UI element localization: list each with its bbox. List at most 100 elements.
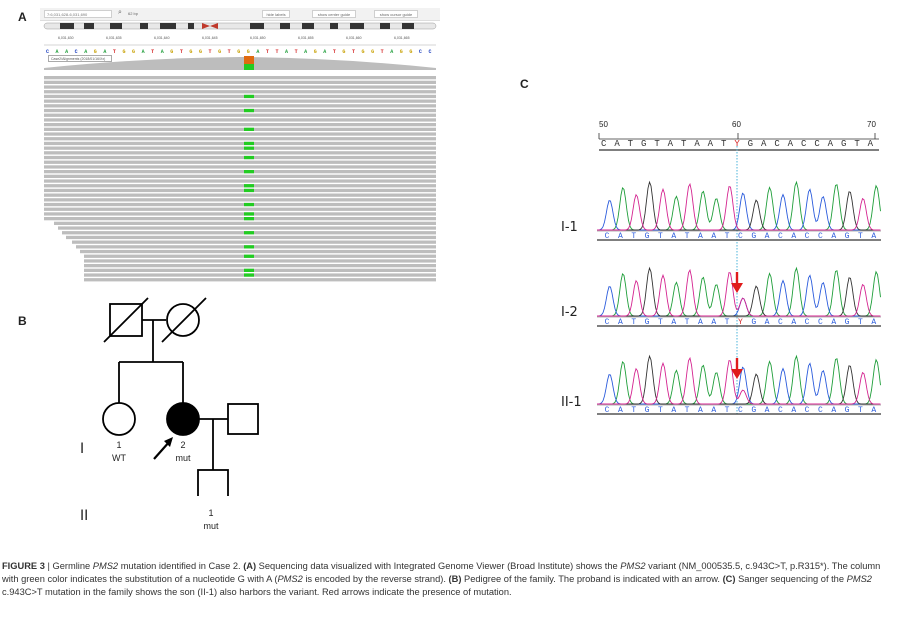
read-alignment[interactable] — [84, 273, 436, 277]
male-spouse-symbol — [227, 403, 259, 435]
read-alignment[interactable] — [44, 207, 436, 211]
mismatch-base — [244, 254, 254, 258]
base-call: C — [818, 318, 823, 327]
locus-input[interactable]: 7:6,031,628-6,031,690 — [44, 10, 112, 18]
read-alignment[interactable] — [66, 235, 436, 240]
read-alignment[interactable] — [44, 104, 436, 108]
read-alignment[interactable] — [44, 165, 436, 169]
individual-number: 1 — [208, 508, 214, 518]
reference-base: A — [827, 139, 834, 149]
read-alignment[interactable] — [44, 174, 436, 178]
reference-base: A — [707, 139, 714, 149]
base-call: C — [818, 232, 823, 241]
reference-base: A — [323, 49, 327, 55]
reference-base: T — [654, 139, 660, 149]
search-icon[interactable]: ⌕ — [118, 9, 122, 16]
chromatogram-trace — [597, 182, 881, 231]
reference-base: A — [256, 49, 260, 55]
read-alignment[interactable] — [84, 268, 436, 272]
ruler-label: 6,031,650 — [250, 36, 266, 40]
base-call: G — [645, 406, 650, 415]
base-call: C — [778, 232, 783, 241]
base-call: G — [845, 232, 850, 241]
individual-status: mut — [175, 453, 191, 463]
base-call: G — [751, 318, 756, 327]
base-call: T — [725, 318, 730, 327]
read-alignment[interactable] — [44, 85, 436, 89]
hide-labels-button[interactable]: hide labels — [262, 10, 290, 18]
figure-caption: FIGURE 3 | Germline PMS2 mutation identi… — [2, 560, 892, 599]
reference-base: T — [351, 49, 355, 55]
pedigree-chart — [102, 297, 259, 496]
reference-base: T — [721, 139, 727, 149]
base-call: T — [631, 318, 636, 327]
read-alignment[interactable] — [44, 123, 436, 127]
read-alignment[interactable] — [44, 179, 436, 183]
read-alignment[interactable] — [44, 160, 436, 164]
mismatch-base — [244, 146, 254, 150]
read-alignment[interactable] — [44, 118, 436, 122]
individual-number: 2 — [180, 440, 186, 450]
cursor-guide-button[interactable]: show cursor guide — [374, 10, 418, 18]
base-call: Y — [738, 318, 743, 327]
reference-base: G — [93, 49, 97, 55]
caption-text: is encoded by the reverse strand). — [302, 574, 449, 584]
base-call: A — [765, 406, 770, 415]
read-alignment[interactable] — [84, 259, 436, 263]
read-alignment[interactable] — [44, 188, 436, 193]
reference-base: T — [854, 139, 860, 149]
read-alignment[interactable] — [44, 137, 436, 141]
read-alignment[interactable] — [44, 127, 436, 131]
female-unaffected-symbol — [102, 402, 136, 436]
read-alignment[interactable] — [44, 184, 436, 188]
reference-base: A — [867, 139, 874, 149]
reference-base: T — [227, 49, 231, 55]
read-alignment[interactable] — [44, 141, 436, 146]
read-alignment[interactable] — [44, 155, 436, 160]
read-alignment[interactable] — [44, 94, 436, 99]
igv-toolbar: 7:6,031,628-6,031,690 ⌕ 62 bp hide label… — [40, 8, 440, 21]
read-alignment[interactable] — [44, 146, 436, 150]
read-alignment[interactable] — [44, 80, 436, 84]
read-alignment[interactable] — [44, 132, 436, 136]
read-alignment[interactable] — [44, 198, 436, 202]
caption-panel-ref: (B) — [448, 574, 462, 584]
panel-label-a: A — [18, 10, 27, 24]
read-alignment[interactable] — [44, 90, 436, 94]
reference-base: G — [747, 139, 754, 149]
base-call: T — [658, 318, 663, 327]
read-alignment[interactable] — [84, 264, 436, 268]
read-alignment[interactable] — [44, 193, 436, 197]
read-alignment[interactable] — [44, 113, 436, 117]
reference-base: T — [208, 49, 212, 55]
read-alignment[interactable] — [80, 249, 436, 254]
base-call: A — [765, 232, 770, 241]
base-call: A — [711, 318, 716, 327]
read-alignment[interactable] — [58, 226, 436, 230]
read-alignment[interactable] — [54, 221, 436, 225]
read-alignment[interactable] — [44, 202, 436, 207]
caption-text: | Germline — [44, 561, 93, 571]
base-call: A — [671, 318, 676, 327]
read-alignment[interactable] — [84, 254, 436, 258]
reference-base: A — [65, 49, 69, 55]
read-alignment[interactable] — [44, 170, 436, 174]
reference-base: A — [694, 139, 700, 149]
reference-base: A — [614, 139, 620, 149]
read-alignment[interactable] — [84, 278, 436, 282]
read-alignment[interactable] — [44, 99, 436, 103]
reference-base: T — [332, 49, 336, 55]
read-alignment[interactable] — [72, 240, 436, 244]
read-alignment[interactable] — [44, 212, 436, 216]
reference-base: G — [342, 49, 346, 55]
read-alignment[interactable] — [44, 108, 436, 113]
caption-text: mutation identified in Case 2. — [118, 561, 244, 571]
base-call: C — [805, 406, 810, 415]
reference-base: G — [132, 49, 136, 55]
read-alignment[interactable] — [44, 217, 436, 221]
read-alignment[interactable] — [76, 245, 436, 249]
read-alignment[interactable] — [44, 151, 436, 155]
center-guide-button[interactable]: show center guide — [312, 10, 356, 18]
read-alignment[interactable] — [44, 76, 436, 80]
reference-base: G — [122, 49, 126, 55]
